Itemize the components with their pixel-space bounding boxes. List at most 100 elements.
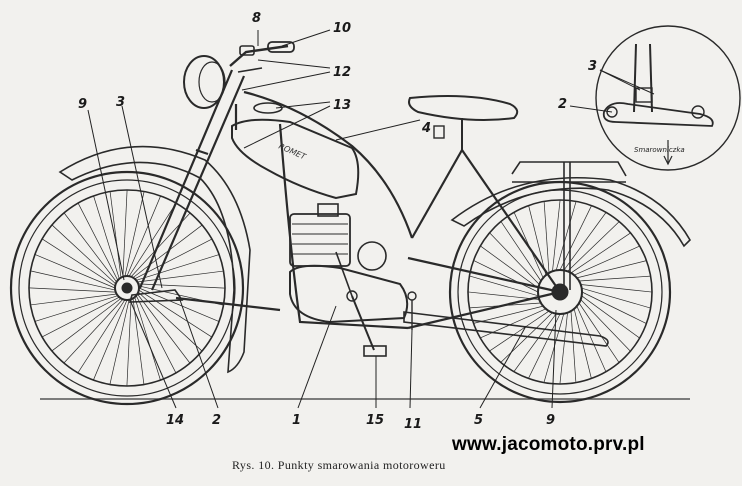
spoke	[573, 245, 640, 276]
spoke	[469, 275, 539, 297]
front-wheel	[9, 170, 245, 406]
spoke	[581, 295, 640, 339]
spoke	[138, 283, 226, 289]
spoke	[576, 305, 607, 372]
spoke	[480, 308, 547, 339]
pedal-crank	[335, 251, 387, 357]
luggage-rack	[511, 161, 627, 290]
spoke	[132, 298, 145, 385]
callout-10: 10	[333, 21, 351, 36]
spoke	[570, 311, 577, 383]
spoke	[528, 313, 561, 379]
spoke	[41, 238, 116, 287]
frame	[175, 90, 561, 330]
spoke	[580, 299, 631, 352]
seat	[408, 95, 519, 150]
spoke	[570, 232, 631, 274]
spoke	[137, 293, 191, 364]
spoke	[109, 191, 122, 278]
engine	[289, 203, 409, 324]
figure-caption: Rys. 10. Punkty smarowania motoroweru	[232, 458, 446, 472]
spoke	[63, 212, 117, 283]
spoke	[580, 284, 653, 293]
spoke	[528, 205, 547, 276]
callout-9-right: 9	[546, 413, 555, 428]
callout-14: 14	[166, 413, 184, 428]
spoke	[489, 232, 540, 285]
spoke	[135, 295, 177, 374]
spoke	[489, 310, 550, 352]
spoke	[41, 296, 120, 338]
spoke	[559, 312, 568, 385]
callout-3-inset: 3	[588, 59, 597, 74]
spoke	[122, 189, 128, 277]
spoke	[34, 254, 116, 289]
spoke	[559, 205, 592, 271]
spoke	[30, 293, 117, 306]
spoke	[77, 202, 119, 281]
spoke	[467, 291, 540, 300]
spoke	[63, 299, 124, 364]
callout-2-bottom: 2	[212, 413, 221, 428]
spoke	[128, 202, 177, 277]
spoke	[513, 313, 557, 372]
spoke	[480, 245, 539, 289]
callout-4: 4	[421, 121, 431, 136]
headlamp	[183, 55, 226, 109]
spoke	[126, 299, 132, 387]
spoke	[137, 270, 224, 283]
front-mudguard	[58, 145, 251, 374]
callout-2-inset: 2	[558, 97, 567, 112]
inset-label: Smarowniczka	[634, 146, 685, 154]
front-fork	[128, 69, 246, 303]
spoke	[136, 254, 220, 281]
spoke	[134, 297, 161, 381]
fuel-tank: ROMET	[231, 102, 360, 200]
spoke	[473, 305, 544, 324]
spoke	[34, 295, 118, 322]
spoke	[473, 260, 539, 293]
spoke	[77, 299, 126, 374]
leader-lines	[87, 29, 655, 409]
spoke	[30, 270, 116, 291]
spoke	[563, 212, 607, 271]
spoke	[500, 312, 553, 363]
callout-numbers: 8 10 12 13 9 3 4 3 2 14 2 1 15 11 5 9	[78, 11, 597, 432]
spoke	[500, 221, 542, 282]
handlebar	[229, 41, 295, 73]
spoke	[109, 299, 130, 385]
spoke	[578, 302, 620, 363]
callout-5: 5	[474, 413, 483, 428]
spoke	[576, 260, 647, 279]
callout-13: 13	[333, 98, 351, 113]
spoke	[555, 201, 577, 271]
callout-9-left: 9	[78, 97, 87, 112]
spoke	[93, 299, 128, 381]
spoke	[138, 289, 213, 338]
spoke	[581, 287, 651, 309]
spoke	[51, 224, 116, 285]
spoke	[126, 195, 161, 277]
callout-3-left: 3	[116, 95, 125, 110]
callout-12: 12	[333, 65, 351, 80]
watermark: www.jacomoto.prv.pl	[452, 434, 645, 455]
spoke	[138, 287, 220, 322]
callout-1: 1	[292, 413, 301, 428]
spoke	[28, 287, 116, 293]
spoke	[543, 201, 550, 273]
callout-15: 15	[366, 413, 384, 428]
spoke	[581, 291, 647, 324]
spoke	[579, 275, 651, 282]
spoke	[93, 195, 120, 279]
chain-guard	[403, 291, 609, 347]
spoke	[124, 191, 145, 277]
spoke	[552, 199, 561, 272]
rear-mudguard	[450, 176, 691, 248]
spoke	[543, 313, 565, 383]
callout-8: 8	[252, 11, 261, 26]
inset-detail: Smarowniczka	[595, 25, 741, 171]
spoke	[567, 221, 620, 272]
spoke	[51, 298, 122, 352]
callout-11: 11	[404, 417, 422, 432]
